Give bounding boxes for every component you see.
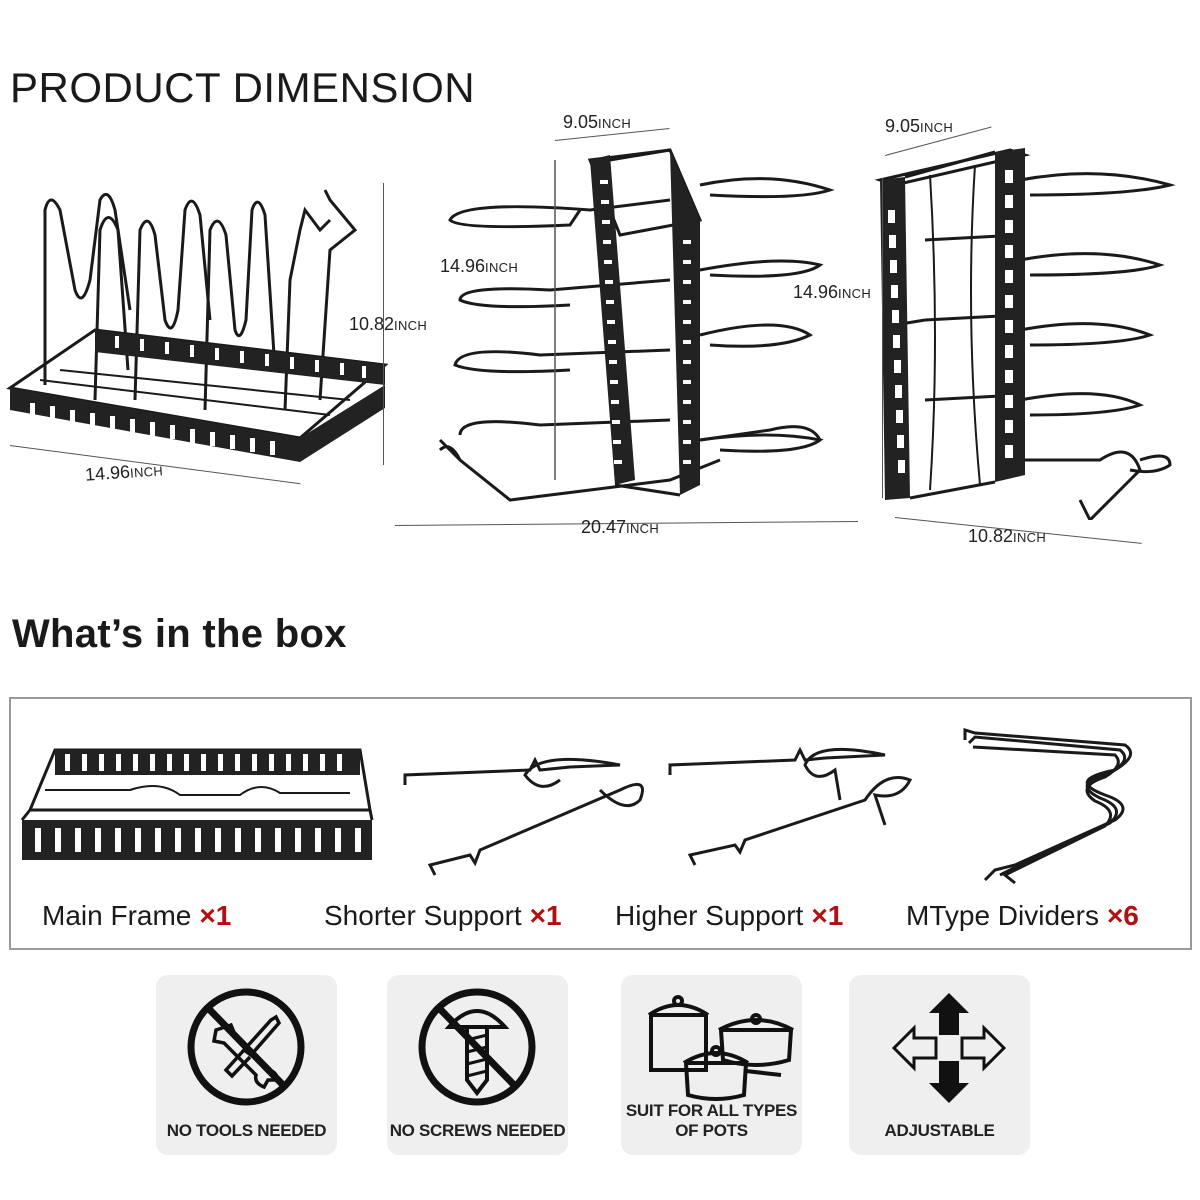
box-item-qty: ×1 [199, 900, 232, 931]
box-item-label: Shorter Support [324, 900, 522, 931]
box-item-label: Higher Support [615, 900, 804, 931]
feature-card-no-tools: NO TOOLS NEEDED [156, 975, 337, 1155]
dimension-label: 14.96INCH [793, 282, 872, 302]
rack-vertical-illustration [438, 148, 835, 502]
feature-card-no-screws: NO SCREWS NEEDED [387, 975, 568, 1155]
box-item-label: MType Dividers [906, 900, 1099, 931]
box-contents-panel [9, 697, 1192, 950]
dimension-label: 9.05INCH [885, 116, 954, 136]
box-item-qty: ×1 [811, 900, 844, 931]
pots-icon [647, 995, 794, 1101]
feature-label: NO TOOLS NEEDED [166, 1121, 327, 1140]
feature-label: ADJUSTABLE [884, 1121, 995, 1140]
shorter-support-illustration [403, 756, 644, 876]
box-item-qty: ×6 [1106, 900, 1139, 931]
main-frame-illustration [20, 748, 374, 860]
feature-card-pots: SUIT FOR ALL TYPES OF POTS [621, 975, 802, 1155]
feature-label: SUIT FOR ALL TYPES OF POTS [625, 1101, 798, 1140]
rack-horizontal-illustration [6, 189, 389, 462]
feature-card-adjustable: ADJUSTABLE [849, 975, 1030, 1155]
mtype-dividers-illustration [963, 727, 1133, 885]
higher-support-illustration [668, 746, 913, 866]
dimension-label: 20.47INCH [581, 517, 660, 537]
dimension-label: 9.05INCH [563, 112, 632, 132]
box-item-main-frame: Main Frame×1 [42, 900, 231, 932]
dimension-label: 10.82INCH [349, 314, 428, 334]
dimension-label: 10.82INCH [968, 526, 1047, 546]
dimension-section-title: PRODUCT DIMENSION [10, 64, 476, 111]
feature-label: NO SCREWS NEEDED [389, 1121, 566, 1140]
box-item-mtype-dividers: MType Dividers×6 [906, 900, 1139, 932]
dimension-line [383, 183, 384, 465]
box-item-qty: ×1 [529, 900, 562, 931]
box-item-shorter-support: Shorter Support×1 [324, 900, 562, 932]
no-screws-icon [418, 988, 536, 1106]
no-tools-icon [187, 988, 305, 1106]
rack-front-illustration [874, 148, 1176, 520]
box-item-label: Main Frame [42, 900, 192, 931]
box-item-higher-support: Higher Support×1 [615, 900, 843, 932]
adjustable-arrows-icon [891, 993, 1007, 1103]
dimension-line [882, 178, 883, 498]
box-section-title: What’s in the box [12, 612, 347, 656]
dimension-label: 14.96INCH [440, 256, 519, 276]
